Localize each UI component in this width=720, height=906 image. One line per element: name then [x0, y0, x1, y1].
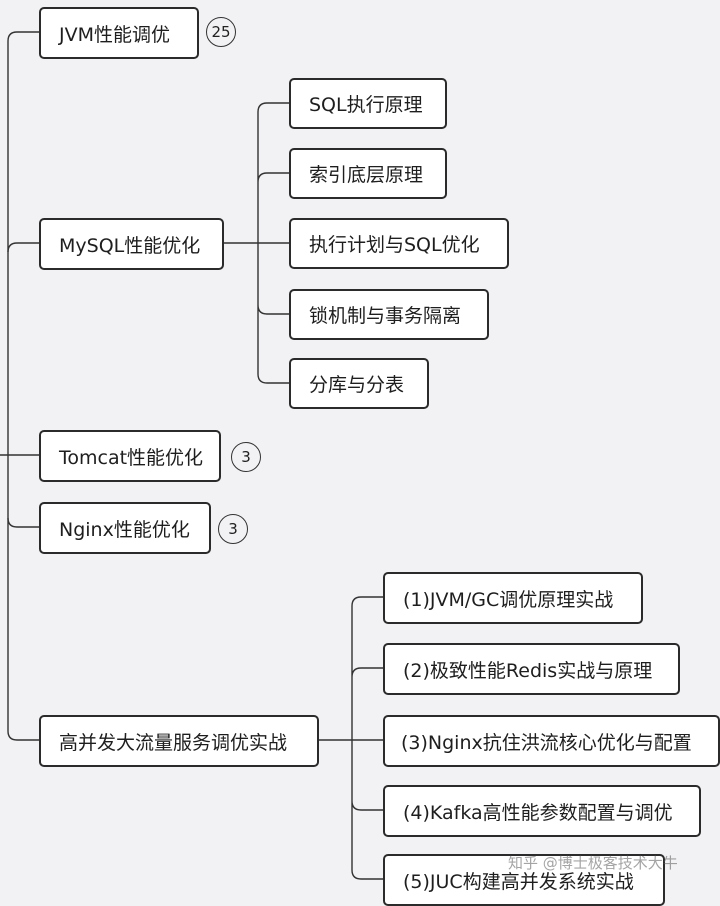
branch-node-concurrency[interactable]: 高并发大流量服务调优实战	[39, 715, 319, 767]
branch-node-nginx[interactable]: Nginx性能优化	[39, 502, 211, 554]
leaf-node-index-internals[interactable]: 索引底层原理	[289, 148, 447, 199]
count-badge-jvm[interactable]: 25	[206, 17, 236, 47]
leaf-node-execution-plan[interactable]: 执行计划与SQL优化	[289, 218, 509, 269]
concurrency-children-connector	[319, 596, 383, 880]
leaf-node-kafka[interactable]: (4)Kafka高性能参数配置与调优	[383, 785, 701, 837]
mysql-children-connector	[224, 102, 289, 384]
branch-connector	[7, 31, 39, 42]
branch-connector	[7, 730, 39, 741]
branch-node-jvm[interactable]: JVM性能调优	[39, 7, 199, 59]
leaf-node-redis[interactable]: (2)极致性能Redis实战与原理	[383, 643, 680, 695]
leaf-node-nginx-optimization[interactable]: (3)Nginx抗住洪流核心优化与配置	[383, 715, 720, 767]
leaf-node-sql-execution[interactable]: SQL执行原理	[289, 78, 447, 129]
count-badge-nginx[interactable]: 3	[218, 514, 248, 544]
branch-node-mysql[interactable]: MySQL性能优化	[39, 218, 224, 270]
leaf-node-jvm-gc[interactable]: (1)JVM/GC调优原理实战	[383, 572, 643, 624]
leaf-node-lock-isolation[interactable]: 锁机制与事务隔离	[289, 289, 489, 340]
branch-node-tomcat[interactable]: Tomcat性能优化	[39, 430, 221, 482]
branch-connector	[7, 517, 39, 528]
trunk-line	[0, 41, 9, 731]
watermark-text: 知乎 @博士极客技术大牛	[508, 854, 678, 872]
count-badge-tomcat[interactable]: 3	[231, 442, 261, 472]
leaf-node-juc[interactable]: (5)JUC构建高并发系统实战	[383, 854, 665, 906]
leaf-node-sharding[interactable]: 分库与分表	[289, 358, 429, 409]
branch-connector	[7, 242, 39, 253]
